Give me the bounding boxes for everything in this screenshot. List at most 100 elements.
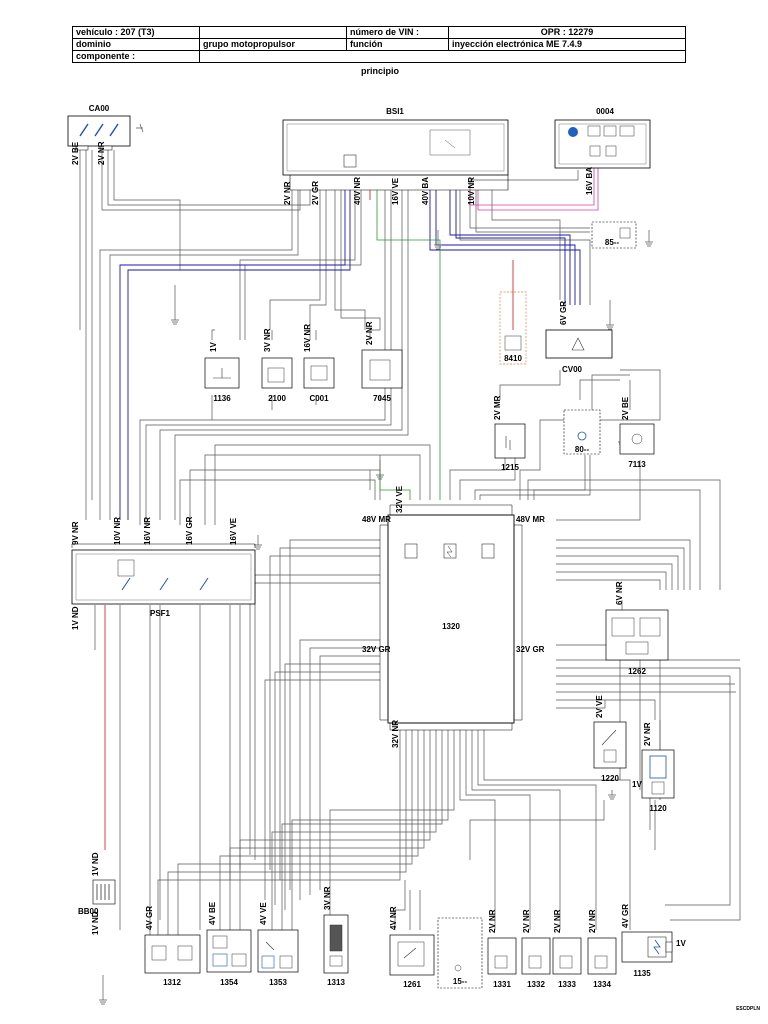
c1262-conn-a: 6V NR: [615, 581, 624, 605]
c15-label: 15--: [453, 977, 468, 986]
c80-label: 80--: [575, 445, 590, 454]
c7045-switch: 7045 2V NR: [361, 321, 403, 403]
c1313-label: 1313: [327, 978, 345, 987]
c1334-label: 1334: [593, 980, 611, 989]
c85-label: 85--: [605, 238, 620, 247]
c1333-label: 1333: [558, 980, 576, 989]
psf1-conn-a: 9V NR: [71, 521, 80, 545]
c1354-label: 1354: [220, 978, 238, 987]
c1320-conn-rightmid: 32V GR: [516, 645, 545, 654]
c0004-conn-a: 16V BA: [585, 167, 594, 195]
bsi-conn-f: 10V NR: [467, 177, 476, 205]
c1333-conn-a: 2V NR: [553, 909, 562, 933]
psf1-conn-f: 1V ND: [71, 606, 80, 630]
c1215-sensor: 1215 2V MR: [493, 395, 526, 472]
ca00-conn-b: 2V NR: [97, 141, 106, 165]
c001-label: C001: [309, 394, 329, 403]
c1215-label: 1215: [501, 463, 519, 472]
psf1-fusebox: PSF1 9V NR 10V NR 16V NR 16V GR 16V VE 1…: [71, 516, 256, 630]
wires-blue: [119, 190, 581, 520]
c7045-conn-a: 2V NR: [365, 321, 374, 345]
c7113-sensor: 7113 2V BE: [619, 396, 655, 469]
c7113-conn-a: 2V BE: [621, 396, 630, 420]
c1353-label: 1353: [269, 978, 287, 987]
psf1-conn-d: 16V GR: [185, 516, 194, 545]
c001-diag-socket: C001 16V NR: [303, 324, 335, 403]
bsi-conn-e: 40V BA: [421, 177, 430, 205]
c1313-sensor: 1313 3V NR: [323, 886, 349, 987]
c1331-conn-a: 2V NR: [488, 909, 497, 933]
ca00-switch: CA00 2V BE 2V NR: [67, 104, 144, 165]
c1261-conn-a: 4V NR: [389, 906, 398, 930]
c1136-sensor: 1136 1V: [204, 342, 240, 403]
wires-green: [376, 190, 441, 500]
c1331-label: 1331: [493, 980, 511, 989]
psf1-conn-e: 16V VE: [229, 517, 238, 545]
c1353-conn-a: 4V VE: [259, 902, 268, 925]
c1312-sensor: 1312 4V GR: [144, 906, 201, 987]
c1320-label: 1320: [442, 622, 460, 631]
c1220-conn-a: 2V VE: [595, 695, 604, 718]
header-table: vehículo : 207 (T3) número de VIN : OPR …: [72, 26, 686, 63]
psf1-conn-b: 10V NR: [113, 517, 122, 545]
c1320-conn-topright: 48V MR: [516, 515, 545, 524]
c1120-sensor: 1120 2V NR 1V: [632, 722, 675, 813]
c1262-label: 1262: [628, 667, 646, 676]
c1333-injector: 1333 2V NR: [552, 909, 582, 989]
c0004-panel: 0004 16V BA: [554, 107, 651, 195]
c0004-label: 0004: [596, 107, 614, 116]
c1354-sensor: 1354 4V BE: [206, 901, 252, 987]
bb00-battery: BB00 1V ND 1V ND: [78, 852, 116, 935]
bsi1-unit: BSI1 2V NR 2V GR 40V NR 16V VE 40V BA 10…: [282, 107, 509, 205]
bb00-conn-a: 1V ND: [91, 852, 100, 876]
ca00-conn-a: 2V BE: [71, 141, 80, 165]
bsi-conn-b: 2V GR: [311, 181, 320, 205]
c1120-conn-a: 2V NR: [643, 722, 652, 746]
bsi-conn-d: 16V VE: [391, 177, 400, 205]
psf1-label: PSF1: [150, 609, 171, 618]
c1334-conn-a: 2V NR: [588, 909, 597, 933]
component-value: [199, 50, 686, 63]
c1135-conn-a: 4V GR: [621, 904, 630, 928]
document-credit: ESCDPLN: [736, 1006, 760, 1012]
c1215-conn-a: 2V MR: [493, 395, 502, 420]
c1331-injector: 1331 2V NR: [487, 909, 517, 989]
bsi-conn-c: 40V NR: [353, 177, 362, 205]
c1320-ecu: 1320 32V VE 48V MR 48V MR 32V GR 32V GR …: [362, 485, 545, 748]
c1220-sensor: 1220 2V VE: [593, 695, 627, 783]
c2100-switch: 2100 3V NR: [261, 328, 293, 403]
cv00-module: CV00 6V GR: [545, 301, 613, 374]
c1261-label: 1261: [403, 980, 421, 989]
c1136-conn-a: 1V: [209, 342, 218, 352]
c8410-horn: 8410: [499, 291, 527, 365]
cv00-conn-a: 6V GR: [559, 301, 568, 325]
wires-grey: [79, 150, 741, 935]
c8410-label: 8410: [504, 354, 522, 363]
diagram-subtitle: principio: [361, 66, 399, 76]
c2100-label: 2100: [268, 394, 286, 403]
c1120-conn-b: 1V: [632, 780, 642, 789]
c15-relay: 15--: [437, 917, 483, 989]
c1312-conn-a: 4V GR: [145, 906, 154, 930]
c001-conn-a: 16V NR: [303, 324, 312, 352]
c1120-label: 1120: [649, 804, 667, 813]
ca00-label: CA00: [89, 104, 110, 113]
c1354-conn-a: 4V BE: [208, 901, 217, 925]
c1136-label: 1136: [213, 394, 231, 403]
c1332-conn-a: 2V NR: [522, 909, 531, 933]
c7113-label: 7113: [628, 460, 646, 469]
c1320-conn-bottom: 32V NR: [391, 720, 400, 748]
c1135-coil: 1135 4V GR 1V: [621, 904, 686, 978]
c1353-sensor: 1353 4V VE: [257, 902, 299, 987]
bb00-label: BB00: [78, 907, 99, 916]
c7045-label: 7045: [373, 394, 391, 403]
bsi-conn-a: 2V NR: [283, 181, 292, 205]
c80-relay: 80--: [563, 409, 601, 455]
c1312-label: 1312: [163, 978, 181, 987]
cv00-label: CV00: [562, 365, 583, 374]
c1332-injector: 1332 2V NR: [521, 909, 551, 989]
c1262-throttle: 1262 6V NR: [605, 581, 669, 676]
c1220-label: 1220: [601, 774, 619, 783]
bb00-conn-b: 1V ND: [91, 911, 100, 935]
